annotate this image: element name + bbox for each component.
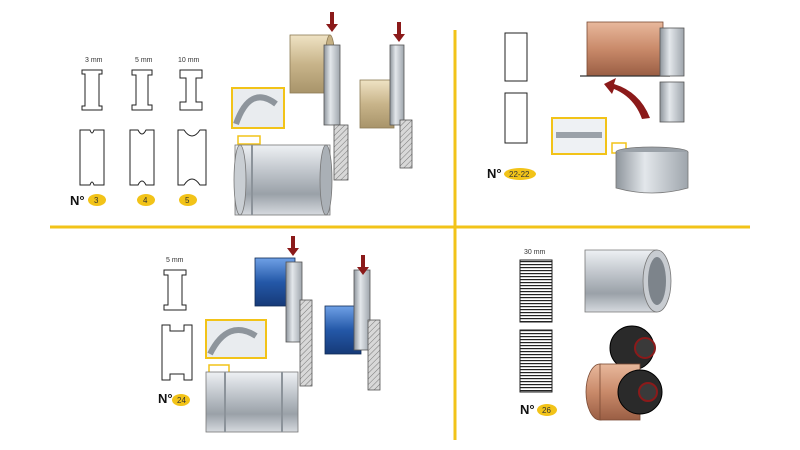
arrow-down-icon bbox=[357, 255, 369, 275]
svg-text:3: 3 bbox=[94, 196, 99, 205]
profile-10mm-bottom bbox=[177, 129, 207, 186]
badge-26: 26 bbox=[537, 404, 557, 416]
profile-rect-top bbox=[504, 32, 528, 82]
profile-bottom bbox=[161, 324, 193, 381]
svg-text:22-22: 22-22 bbox=[509, 170, 530, 179]
bronze-cylinder-small bbox=[359, 79, 395, 129]
size-label-30mm: 30 mm bbox=[524, 249, 546, 256]
number-label: N° bbox=[158, 391, 173, 406]
profile-striped-top bbox=[519, 259, 553, 323]
size-label-5mm: 5 mm bbox=[135, 57, 153, 64]
size-label-5mm: 5 mm bbox=[166, 257, 184, 264]
roller-die bbox=[659, 27, 685, 123]
profile-3mm-top bbox=[81, 69, 103, 111]
badge-4: 4 bbox=[137, 194, 155, 206]
svg-text:4: 4 bbox=[143, 196, 148, 205]
silver-gear-tube bbox=[584, 249, 672, 313]
roller-die-right bbox=[389, 44, 413, 169]
zoom-inset bbox=[551, 117, 627, 155]
copper-cylinder bbox=[580, 21, 670, 77]
silver-tube bbox=[233, 144, 333, 216]
roller-die-right bbox=[353, 269, 381, 391]
size-label-3mm: 3 mm bbox=[85, 57, 103, 64]
black-gear bbox=[609, 325, 656, 371]
arrow-down-icon bbox=[393, 22, 405, 42]
badge-24: 24 bbox=[172, 394, 190, 406]
panel-bottom-left: 5 mm N° 24 bbox=[158, 236, 381, 433]
silver-tube bbox=[205, 371, 299, 433]
panel-bottom-right: 30 mm N° 26 bbox=[519, 249, 672, 421]
profile-striped-bottom bbox=[519, 329, 553, 393]
svg-text:26: 26 bbox=[542, 406, 551, 415]
roller-die-left bbox=[285, 261, 313, 387]
svg-text:24: 24 bbox=[177, 396, 186, 405]
roller-die-left bbox=[323, 44, 349, 181]
size-label-10mm: 10 mm bbox=[178, 57, 200, 64]
number-label: N° bbox=[520, 402, 535, 417]
profile-3mm-bottom bbox=[79, 129, 105, 186]
panel-top-left: 3 mm 5 mm 10 mm N° 3 4 5 bbox=[70, 12, 413, 216]
arrow-down-icon bbox=[326, 12, 338, 32]
silver-cup bbox=[615, 146, 689, 194]
arrow-down-icon bbox=[287, 236, 299, 256]
zoom-inset bbox=[205, 319, 267, 375]
number-label: N° bbox=[487, 166, 502, 181]
badge-3: 3 bbox=[88, 194, 106, 206]
curved-arrow-icon bbox=[604, 78, 650, 119]
badge-5: 5 bbox=[179, 194, 197, 206]
profile-top bbox=[163, 269, 187, 311]
panel-top-right: N° 22-22 bbox=[487, 21, 689, 194]
number-label: N° bbox=[70, 193, 85, 208]
copper-gear-roller bbox=[585, 363, 663, 421]
badge-22-22: 22-22 bbox=[504, 168, 536, 180]
svg-text:5: 5 bbox=[185, 196, 190, 205]
profile-5mm-bottom bbox=[129, 129, 155, 186]
zoom-inset bbox=[231, 87, 285, 145]
profile-5mm-top bbox=[131, 69, 153, 111]
profile-rect-bottom bbox=[504, 92, 528, 144]
profile-10mm-top bbox=[179, 69, 203, 111]
